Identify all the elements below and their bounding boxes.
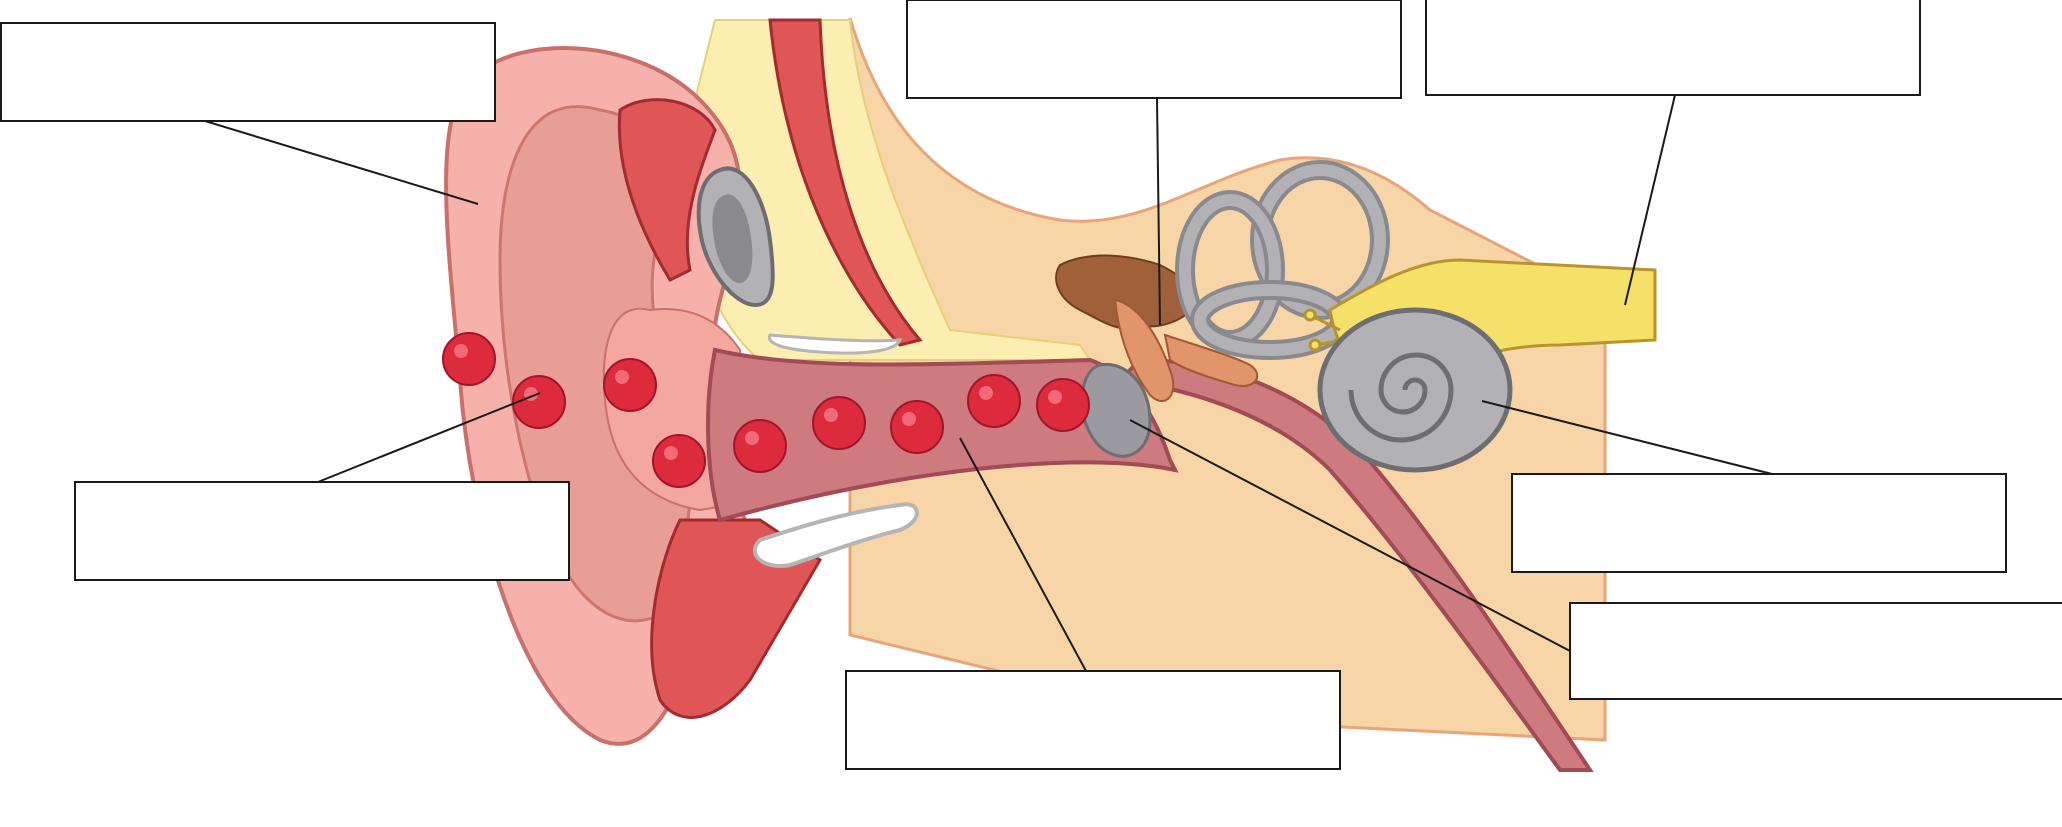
label-sound-waves[interactable] bbox=[75, 482, 569, 580]
label-ear-canal[interactable] bbox=[846, 671, 1340, 769]
label-ossicles[interactable] bbox=[907, 0, 1401, 98]
label-auditory-nerve[interactable] bbox=[1426, 0, 1920, 95]
sound-wave-dot-highlight bbox=[902, 412, 916, 426]
sound-wave-dot bbox=[513, 376, 565, 428]
label-pinna[interactable] bbox=[1, 23, 495, 121]
label-eardrum[interactable] bbox=[1570, 603, 2062, 699]
leader-pinna bbox=[205, 121, 478, 204]
sound-wave-dot bbox=[604, 359, 656, 411]
cochlea bbox=[1320, 310, 1510, 470]
sound-wave-dot-highlight bbox=[454, 344, 468, 358]
sound-wave-dot bbox=[891, 401, 943, 453]
sound-wave-dot bbox=[813, 397, 865, 449]
label-cochlea[interactable] bbox=[1512, 474, 2006, 572]
sound-wave-dot-highlight bbox=[615, 370, 629, 384]
sound-wave-dot bbox=[1037, 379, 1089, 431]
sound-wave-dot-highlight bbox=[745, 431, 759, 445]
sound-wave-dot-highlight bbox=[664, 446, 678, 460]
sound-wave-dot-highlight bbox=[979, 386, 993, 400]
sound-wave-dot-highlight bbox=[824, 408, 838, 422]
sound-wave-dot bbox=[734, 420, 786, 472]
sound-wave-dot bbox=[653, 435, 705, 487]
sound-wave-dot bbox=[968, 375, 1020, 427]
sound-wave-dot-highlight bbox=[1048, 390, 1062, 404]
sound-wave-dot bbox=[443, 333, 495, 385]
